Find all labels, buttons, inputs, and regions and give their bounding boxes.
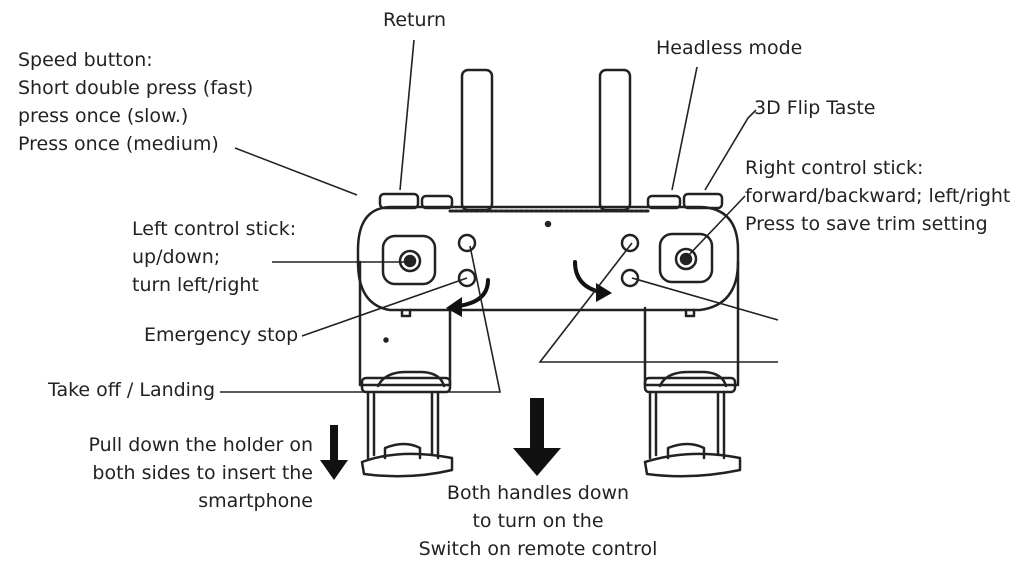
- emergency-callout-line: [301, 277, 468, 337]
- speed-callout-line: [234, 147, 358, 196]
- headless-callout-line: [671, 66, 698, 191]
- left-holder-tab: [383, 442, 422, 460]
- right-stick-callout-line: [685, 195, 746, 259]
- left-stick-line-1: Left control stick:: [132, 218, 297, 240]
- holder-arrow-shaft: [330, 425, 338, 463]
- takeoff-landing-label: Take off / Landing: [48, 379, 216, 401]
- left-top-button: [457, 233, 477, 253]
- left-stick-housing: [381, 234, 437, 286]
- right-stick-label: Right control stick: forward/backward; l…: [745, 154, 1010, 238]
- handles-arrow-shaft: [530, 398, 544, 450]
- left-antenna: [460, 68, 494, 212]
- left-phone-holder: [366, 390, 440, 460]
- holder-line-2: both sides to insert the: [92, 462, 313, 484]
- controller-body: [356, 205, 740, 312]
- left-stick-center: [403, 254, 417, 268]
- emergency-stop-button: [457, 268, 477, 288]
- takeoff-callout-line: [220, 245, 501, 393]
- right-phone-holder: [648, 390, 726, 460]
- flip-callout-line: [704, 109, 757, 191]
- right-stick-line-1: Right control stick:: [745, 157, 924, 179]
- switch-line-3: Switch on remote control: [418, 538, 658, 560]
- left-stick-ring: [398, 249, 422, 273]
- left-grip-dot: [383, 337, 389, 343]
- right-holder-tab: [666, 442, 706, 460]
- speed-line-4: Press once (medium): [18, 133, 219, 155]
- switch-on-label: Both handles down to turn on the Switch …: [407, 479, 669, 563]
- right-button-callout-b: [538, 242, 778, 363]
- right-antenna: [598, 68, 632, 212]
- holder-line-3: smartphone: [198, 490, 313, 512]
- return-label: Return: [383, 9, 447, 31]
- handles-arrow-head: [513, 448, 561, 476]
- right-body-tab: [684, 308, 696, 318]
- speed-line-3: press once (slow.): [18, 105, 189, 127]
- center-indicator: [544, 220, 552, 228]
- left-body-tab: [400, 308, 412, 318]
- right-curved-arrowhead: [596, 283, 612, 302]
- takeoff-landing-button: [620, 268, 640, 288]
- holder-line-1: Pull down the holder on: [88, 434, 313, 456]
- speed-line-2: Short double press (fast): [18, 77, 254, 99]
- left-grip: [358, 260, 452, 387]
- right-button-callout-a: [631, 277, 779, 321]
- switch-line-2: to turn on the: [472, 510, 604, 532]
- headless-mode-label: Headless mode: [656, 37, 803, 59]
- right-stick-line-2: forward/backward; left/right: [745, 185, 1011, 207]
- right-lower-foot: [643, 376, 737, 394]
- emergency-stop-label: Emergency stop: [144, 324, 299, 346]
- left-stick-line-2: up/down;: [132, 246, 221, 268]
- left-lower-notch: [376, 370, 446, 388]
- left-curved-arrowhead: [446, 297, 462, 317]
- speed-line-1: Speed button:: [18, 49, 153, 71]
- left-stick-line-3: turn left/right: [132, 274, 259, 296]
- return-callout-line: [399, 39, 415, 191]
- flip-label: 3D Flip Taste: [754, 97, 876, 119]
- holder-arrow-head: [320, 460, 348, 480]
- right-holder-cap: [643, 452, 742, 478]
- right-top-button: [620, 233, 640, 253]
- holder-label: Pull down the holder on both sides to in…: [88, 431, 313, 515]
- switch-line-1: Both handles down: [446, 482, 630, 504]
- speed-button-label: Speed button: Short double press (fast) …: [18, 46, 253, 158]
- left-stick-label: Left control stick: up/down; turn left/r…: [132, 215, 296, 299]
- right-stick-ring: [674, 247, 698, 271]
- right-stick-line-3: Press to save trim setting: [745, 213, 988, 235]
- right-grip: [643, 260, 740, 387]
- right-stick-center: [679, 252, 693, 266]
- right-lower-notch: [658, 370, 728, 388]
- right-stick-housing: [658, 232, 714, 284]
- left-holder-cap: [360, 452, 454, 478]
